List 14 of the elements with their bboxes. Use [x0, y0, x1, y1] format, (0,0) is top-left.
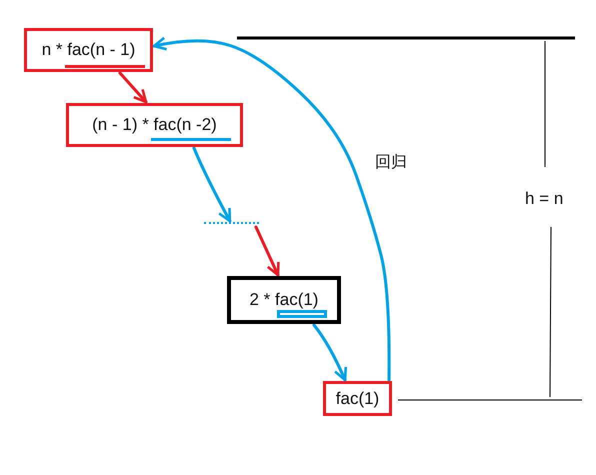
arrow: [312, 324, 347, 382]
arrow: [118, 72, 148, 104]
expression-box: [66, 103, 243, 147]
expression-box: [227, 276, 341, 324]
arrow: [152, 36, 391, 382]
expression-box: [24, 28, 153, 72]
expression-text: 2 * fac(1): [250, 290, 318, 310]
expression-text: (n - 1) * fac(n -2): [92, 115, 217, 135]
arrow: [254, 226, 280, 276]
arrow: [192, 146, 232, 222]
dotted-line: [204, 222, 259, 226]
expression-text: n * fac(n - 1): [42, 40, 136, 60]
expression-box: [323, 381, 392, 416]
expression-text: fac(1): [336, 388, 380, 408]
